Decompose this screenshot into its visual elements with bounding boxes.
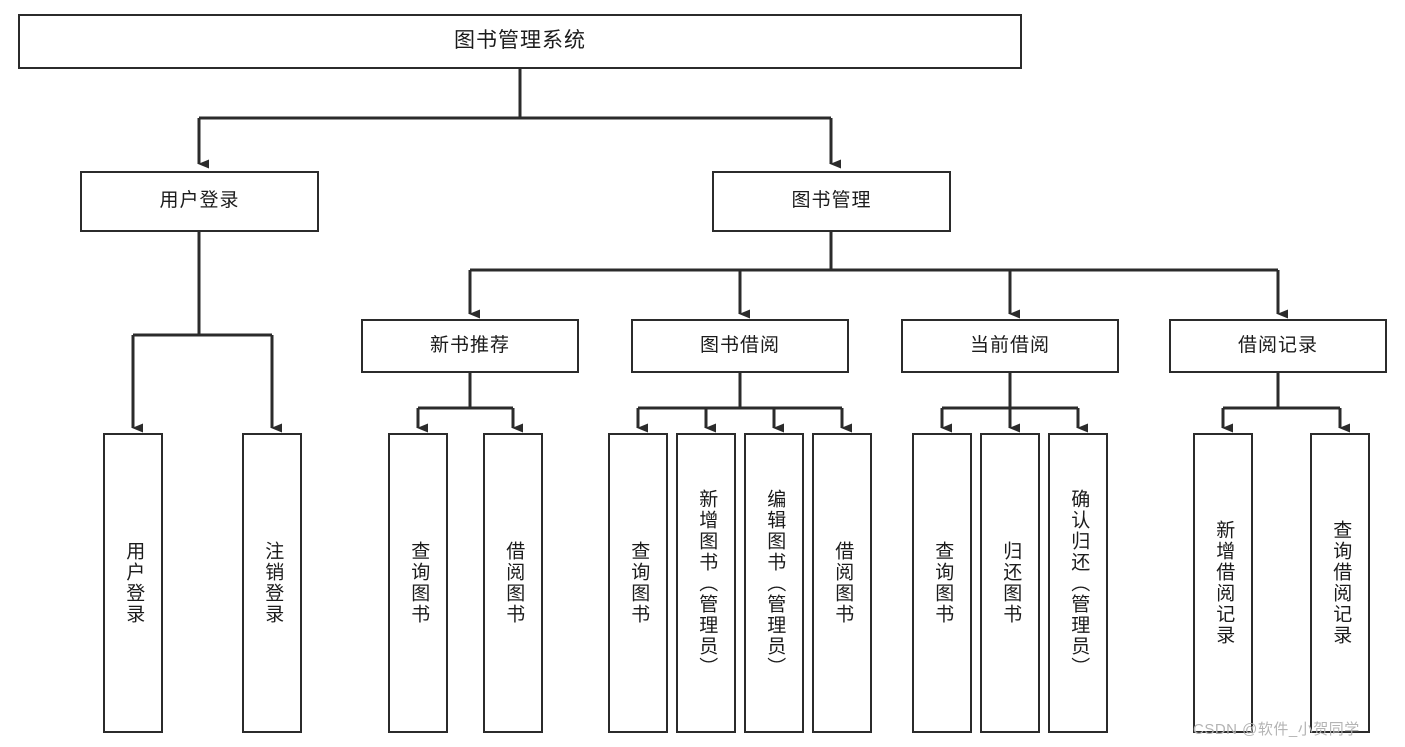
leaf-add-book-admin[interactable]: 新增图书（管理员） (676, 433, 736, 733)
leaf-query-book-current[interactable]: 查询图书 (912, 433, 972, 733)
leaf-query-book-recommend[interactable]: 查询图书 (388, 433, 448, 733)
node-book-borrow[interactable]: 图书借阅 (631, 319, 849, 373)
leaf-borrow-book-recommend[interactable]: 借阅图书 (483, 433, 543, 733)
leaf-return-book[interactable]: 归还图书 (980, 433, 1040, 733)
node-current-borrow[interactable]: 当前借阅 (901, 319, 1119, 373)
leaf-user-login[interactable]: 用户登录 (103, 433, 163, 733)
leaf-edit-book-admin[interactable]: 编辑图书（管理员） (744, 433, 804, 733)
node-user-login[interactable]: 用户登录 (80, 171, 319, 232)
node-book-management[interactable]: 图书管理 (712, 171, 951, 232)
node-new-book-recommend[interactable]: 新书推荐 (361, 319, 579, 373)
leaf-confirm-return-admin[interactable]: 确认归还（管理员） (1048, 433, 1108, 733)
leaf-query-book-borrow[interactable]: 查询图书 (608, 433, 668, 733)
leaf-borrow-book[interactable]: 借阅图书 (812, 433, 872, 733)
leaf-query-borrow-record[interactable]: 查询借阅记录 (1310, 433, 1370, 733)
csdn-watermark: CSDN @软件_小贺同学 (1193, 721, 1360, 738)
leaf-logout[interactable]: 注销登录 (242, 433, 302, 733)
node-root-system[interactable]: 图书管理系统 (18, 14, 1022, 69)
node-borrow-records[interactable]: 借阅记录 (1169, 319, 1387, 373)
leaf-add-borrow-record[interactable]: 新增借阅记录 (1193, 433, 1253, 733)
